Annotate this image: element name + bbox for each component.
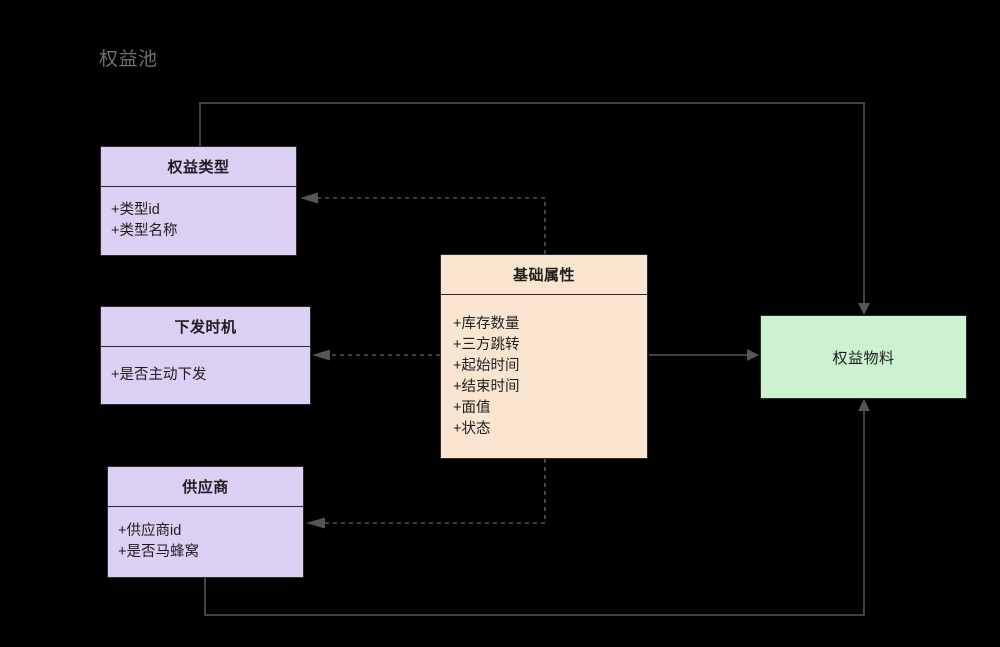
node-attr: +状态 [453, 420, 491, 437]
edge-base-to-delivery-timing [312, 349, 440, 361]
node-attr: +类型名称 [111, 223, 178, 239]
diagram-title: 权益池 [99, 49, 158, 70]
node-attr: +面值 [453, 399, 491, 416]
node-supplier-attrs: +供应商id +是否马蜂窝 [108, 507, 303, 577]
node-attr: +是否主动下发 [111, 367, 207, 383]
node-base-attributes-attrs: +库存数量 +三方跳转 +起始时间 +结束时间 +面值 +状态 [441, 295, 647, 458]
node-benefit-type[interactable]: 权益类型 +类型id +类型名称 [100, 146, 297, 256]
node-delivery-timing-attrs: +是否主动下发 [101, 347, 310, 404]
node-base-attributes[interactable]: 基础属性 +库存数量 +三方跳转 +起始时间 +结束时间 +面值 +状态 [440, 254, 648, 459]
node-attr: +供应商id [118, 523, 182, 539]
node-attr: +三方跳转 [453, 336, 520, 353]
node-supplier[interactable]: 供应商 +供应商id +是否马蜂窝 [107, 466, 304, 578]
node-benefit-material-label: 权益物料 [832, 349, 895, 367]
node-attr: +起始时间 [453, 357, 520, 374]
node-benefit-type-attrs: +类型id +类型名称 [101, 187, 296, 255]
node-attr: +类型id [111, 202, 160, 218]
edge-base-to-material [649, 349, 759, 361]
node-attr: +结束时间 [453, 378, 520, 395]
node-attr: +是否马蜂窝 [118, 544, 199, 560]
node-benefit-type-title: 权益类型 [101, 147, 296, 187]
edge-base-to-benefit-type [300, 192, 546, 254]
node-delivery-timing[interactable]: 下发时机 +是否主动下发 [100, 306, 311, 405]
node-base-attributes-title: 基础属性 [441, 255, 647, 295]
node-supplier-title: 供应商 [108, 467, 303, 507]
node-attr: +库存数量 [453, 315, 520, 332]
edge-base-to-supplier [306, 459, 546, 529]
node-benefit-material[interactable]: 权益物料 [760, 315, 967, 399]
node-delivery-timing-title: 下发时机 [101, 307, 310, 347]
